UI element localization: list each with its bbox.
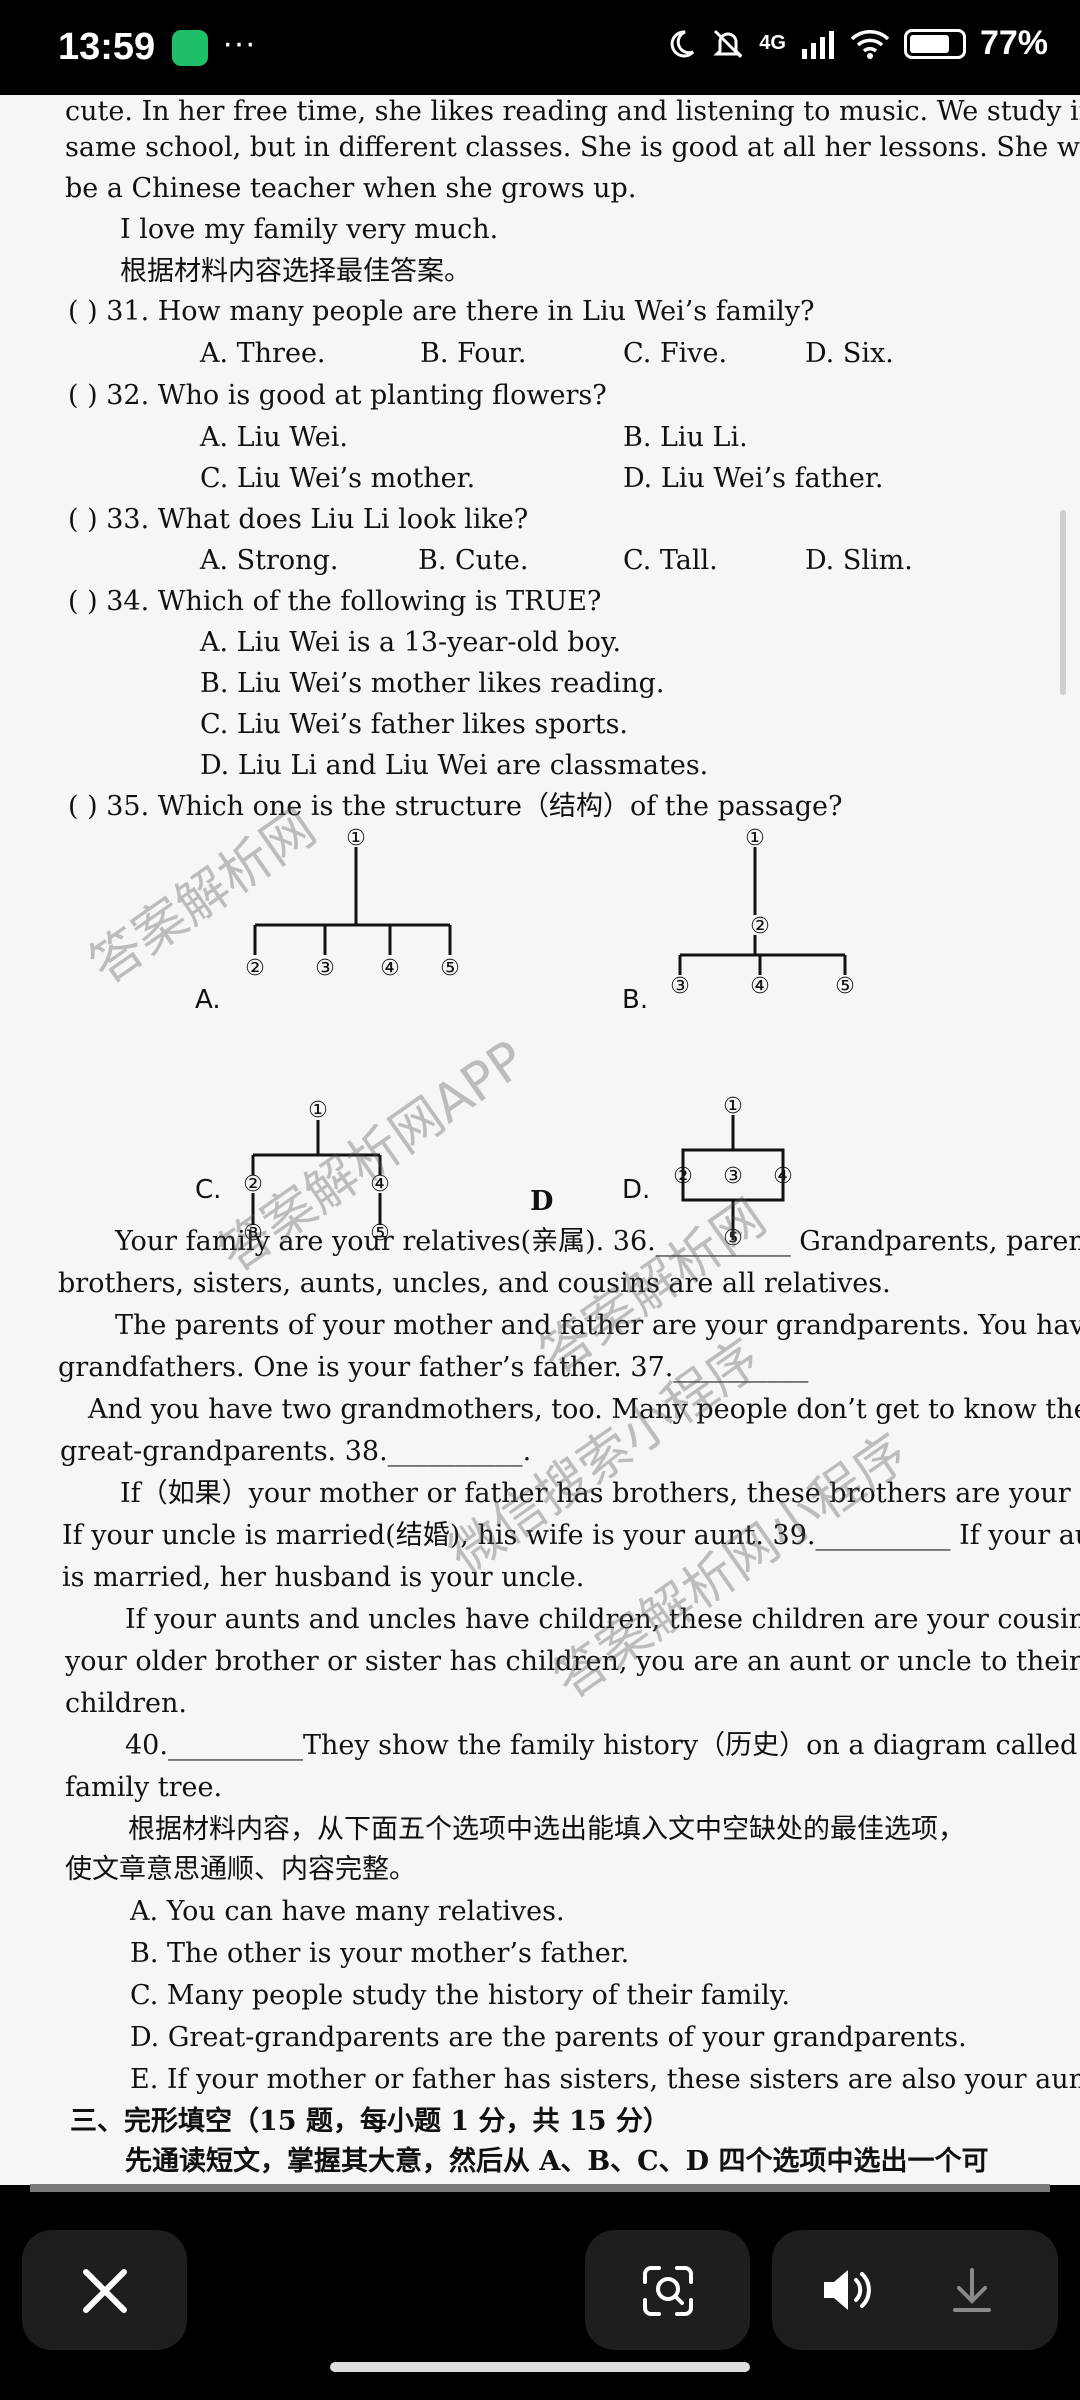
text-line: If（如果）your mother or father has brothers… bbox=[120, 1478, 1080, 1509]
battery-icon bbox=[903, 28, 966, 59]
option: D. Liu Li and Liu Wei are classmates. bbox=[200, 750, 709, 781]
document-viewer[interactable]: cute. In her free time, she likes readin… bbox=[0, 95, 1080, 2185]
choice: A. You can have many relatives. bbox=[130, 1896, 565, 1927]
text-line: family tree. bbox=[65, 1772, 223, 1803]
text-line: be a Chinese teacher when she grows up. bbox=[65, 173, 637, 204]
node: ② bbox=[750, 914, 770, 939]
structure-diagrams: A. B. C. D. ① ② ③ ④ ⑤ ① ② ③ ④ ⑤ ① ② ④ ③ … bbox=[195, 826, 855, 1245]
option: A. Liu Wei. bbox=[200, 422, 348, 453]
text-line: I love my family very much. bbox=[120, 214, 499, 245]
text-line: your older brother or sister has childre… bbox=[65, 1646, 1080, 1677]
mute-bell-icon bbox=[713, 29, 743, 58]
option: C. Liu Wei’s mother. bbox=[200, 463, 476, 494]
node: ⑤ bbox=[440, 956, 460, 981]
option: B. Cute. bbox=[418, 545, 529, 576]
volume-icon[interactable] bbox=[812, 2260, 882, 2320]
text-line: 40.__________They show the family histor… bbox=[125, 1730, 1080, 1761]
node: ④ bbox=[773, 1164, 793, 1189]
node: ① bbox=[346, 826, 366, 851]
text-line: Your family are your relatives(亲属). 36._… bbox=[115, 1226, 1080, 1257]
status-right: 4G 77% bbox=[665, 24, 1048, 63]
node: ① bbox=[723, 1094, 743, 1119]
diagram-label-b: B. bbox=[622, 985, 648, 1015]
question-34: ( ) 34. Which of the following is TRUE? bbox=[68, 586, 602, 617]
scrollbar[interactable] bbox=[1060, 510, 1066, 695]
node: ③ bbox=[315, 956, 335, 981]
instruction-line: 根据材料内容，从下面五个选项中选出能填入文中空缺处的最佳选项， bbox=[128, 1814, 965, 1845]
wifi-icon bbox=[850, 29, 890, 59]
text-line: great-grandparents. 38.__________. bbox=[60, 1436, 532, 1467]
node: ① bbox=[745, 826, 765, 851]
instruction-line: 先通读短文，掌握其大意，然后从 A、B、C、D 四个选项中选出一个可 bbox=[125, 2146, 989, 2177]
status-time: 13:59 bbox=[58, 26, 156, 68]
section-heading: 三、完形填空（15 题，每小题 1 分，共 15 分） bbox=[70, 2106, 670, 2137]
text-line: same school, but in different classes. S… bbox=[65, 132, 1080, 163]
text-line: If your uncle is married(结婚), his wife i… bbox=[62, 1520, 1080, 1551]
lens-search-icon bbox=[643, 2266, 693, 2316]
node: ② bbox=[673, 1164, 693, 1189]
section-heading: D bbox=[530, 1186, 554, 1217]
node: ⑤ bbox=[723, 1226, 743, 1245]
option: B. Liu Li. bbox=[623, 422, 748, 453]
node: ③ bbox=[723, 1164, 743, 1189]
option: A. Three. bbox=[200, 338, 326, 369]
text-line: If your aunts and uncles have children, … bbox=[125, 1604, 1080, 1635]
option: C. Tall. bbox=[623, 545, 718, 576]
option: B. Liu Wei’s mother likes reading. bbox=[200, 668, 665, 699]
node: ③ bbox=[243, 1221, 263, 1245]
gesture-handle[interactable] bbox=[330, 2362, 750, 2372]
node: ⑤ bbox=[370, 1221, 390, 1245]
option: D. Liu Wei’s father. bbox=[623, 463, 884, 494]
node: ④ bbox=[750, 974, 770, 999]
question-32: ( ) 32. Who is good at planting flowers? bbox=[68, 380, 607, 411]
node: ② bbox=[243, 1172, 263, 1197]
option: C. Five. bbox=[623, 338, 728, 369]
close-icon bbox=[83, 2269, 127, 2313]
choice: E. If your mother or father has sisters,… bbox=[130, 2064, 1080, 2095]
choice: C. Many people study the history of thei… bbox=[130, 1980, 790, 2011]
instruction-line: 使文章意思通顺、内容完整。 bbox=[65, 1854, 416, 1885]
question-31: ( ) 31. How many people are there in Liu… bbox=[68, 296, 815, 327]
text-line: is married, her husband is your uncle. bbox=[62, 1562, 585, 1593]
moon-icon bbox=[670, 29, 695, 57]
node: ② bbox=[245, 956, 265, 981]
choice: D. Great-grandparents are the parents of… bbox=[130, 2022, 967, 2053]
text-line: children. bbox=[65, 1688, 187, 1719]
diagram-label-d: D. bbox=[622, 1175, 650, 1205]
option: D. Six. bbox=[805, 338, 894, 369]
text-line: cute. In her free time, she likes readin… bbox=[65, 96, 1080, 127]
download-icon[interactable] bbox=[937, 2260, 1007, 2320]
choice: B. The other is your mother’s father. bbox=[130, 1938, 630, 1969]
battery-percent: 77% bbox=[979, 24, 1048, 62]
node: ③ bbox=[670, 974, 690, 999]
option: D. Slim. bbox=[805, 545, 913, 576]
question-33: ( ) 33. What does Liu Li look like? bbox=[68, 504, 529, 535]
option: A. Liu Wei is a 13-year-old boy. bbox=[200, 627, 622, 658]
text-line: grandfathers. One is your father’s fathe… bbox=[58, 1352, 809, 1383]
text-line: The parents of your mother and father ar… bbox=[115, 1310, 1080, 1341]
signal-icon bbox=[801, 30, 834, 59]
diagram-label-a: A. bbox=[195, 985, 221, 1015]
diagram-label-c: C. bbox=[195, 1175, 221, 1205]
more-notifications-icon: ··· bbox=[222, 24, 256, 62]
node: ① bbox=[308, 1098, 328, 1123]
text-line: brothers, sisters, aunts, uncles, and co… bbox=[58, 1268, 891, 1299]
close-button[interactable] bbox=[22, 2230, 187, 2350]
option: B. Four. bbox=[420, 338, 527, 369]
lens-search-button[interactable] bbox=[585, 2230, 750, 2350]
option: A. Strong. bbox=[200, 545, 339, 576]
app-notification-icon bbox=[172, 30, 208, 66]
media-controls bbox=[772, 2230, 1058, 2350]
network-type: 4G bbox=[759, 32, 786, 54]
instruction-line: 根据材料内容选择最佳答案。 bbox=[120, 256, 471, 287]
node: ⑤ bbox=[835, 974, 855, 999]
node: ④ bbox=[380, 956, 400, 981]
option: C. Liu Wei’s father likes sports. bbox=[200, 709, 629, 740]
question-35: ( ) 35. Which one is the structure（结构）of… bbox=[68, 791, 843, 822]
page-progress-strip bbox=[30, 2184, 1050, 2192]
text-line: And you have two grandmothers, too. Many… bbox=[88, 1394, 1080, 1425]
status-bar: 13:59 ··· 4G 77% bbox=[0, 0, 1080, 95]
node: ④ bbox=[370, 1172, 390, 1197]
